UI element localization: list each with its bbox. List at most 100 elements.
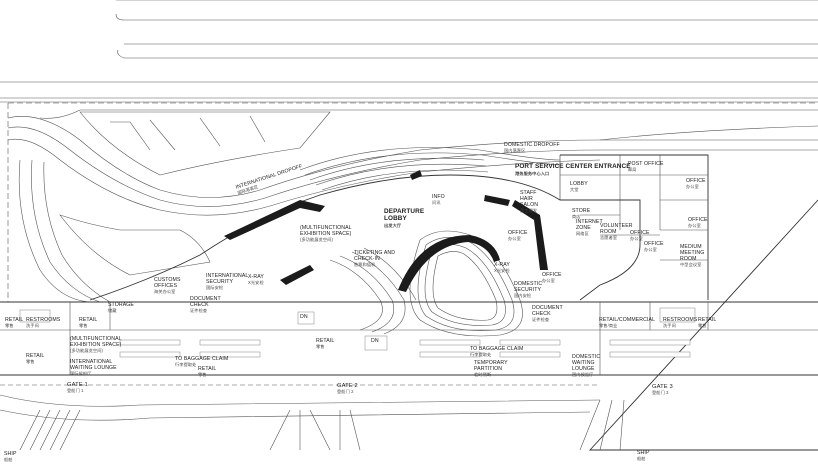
cone-contour	[409, 230, 523, 337]
fan-contour	[351, 251, 406, 335]
dn-stair	[364, 335, 388, 351]
structural-wall	[280, 265, 314, 285]
pier	[39, 409, 61, 451]
pier	[619, 399, 625, 451]
roof-contour	[309, 157, 485, 181]
pier	[49, 409, 71, 451]
pier	[29, 409, 51, 451]
label-multifunctional-exhibition-space-2: (MULTIFUNCTIONAL EXHIBITION SPACE)(多功能展览…	[70, 336, 122, 353]
seating-row	[609, 339, 691, 346]
pier	[0, 409, 591, 421]
structural-wall	[512, 200, 548, 270]
seating-row	[199, 339, 261, 346]
access-road	[18, 159, 91, 303]
cone-contour	[424, 244, 506, 326]
seating-row	[119, 339, 181, 346]
pier	[0, 394, 601, 407]
structural-wall	[484, 195, 510, 206]
label-dn-1: DN	[300, 314, 308, 320]
access-road	[31, 159, 101, 303]
roof-contour	[299, 147, 561, 171]
restroom-block	[659, 307, 696, 323]
seating-row	[499, 351, 561, 358]
fan-contour	[339, 255, 395, 333]
access-road	[7, 126, 818, 207]
seating-row	[419, 351, 481, 358]
site-edge	[588, 199, 818, 451]
restroom-block	[19, 309, 51, 323]
label-dn-2: DN	[371, 338, 379, 344]
pier	[349, 409, 361, 451]
parking-island	[199, 117, 221, 147]
access-road	[7, 138, 601, 216]
access-road	[7, 116, 818, 198]
pier	[269, 409, 291, 451]
structural-wall	[410, 170, 422, 180]
road-strip	[117, 49, 818, 59]
parking-island	[149, 119, 176, 151]
pier	[599, 399, 613, 451]
structural-wall	[398, 235, 500, 292]
pier	[579, 399, 601, 451]
fan-contour	[363, 247, 417, 301]
access-road	[599, 125, 818, 141]
pier	[309, 409, 331, 451]
access-road	[43, 161, 111, 303]
road-strip	[115, 13, 818, 21]
seating-row	[499, 339, 561, 346]
structural-wall	[224, 200, 325, 240]
fan-contour	[329, 259, 383, 331]
label-multifunctional-exhibition-space: (MULTIFUNCTIONAL EXHIBITION SPACE)(多功能展览…	[300, 225, 352, 242]
seating-row	[119, 351, 181, 358]
seating-row	[609, 351, 691, 358]
cone-contour	[432, 251, 498, 321]
terminal-outline	[560, 154, 709, 300]
terminal-outline	[89, 174, 641, 301]
seating-row	[199, 351, 261, 358]
parking-island	[79, 111, 331, 176]
pier	[19, 409, 41, 451]
parking-island	[249, 115, 266, 143]
